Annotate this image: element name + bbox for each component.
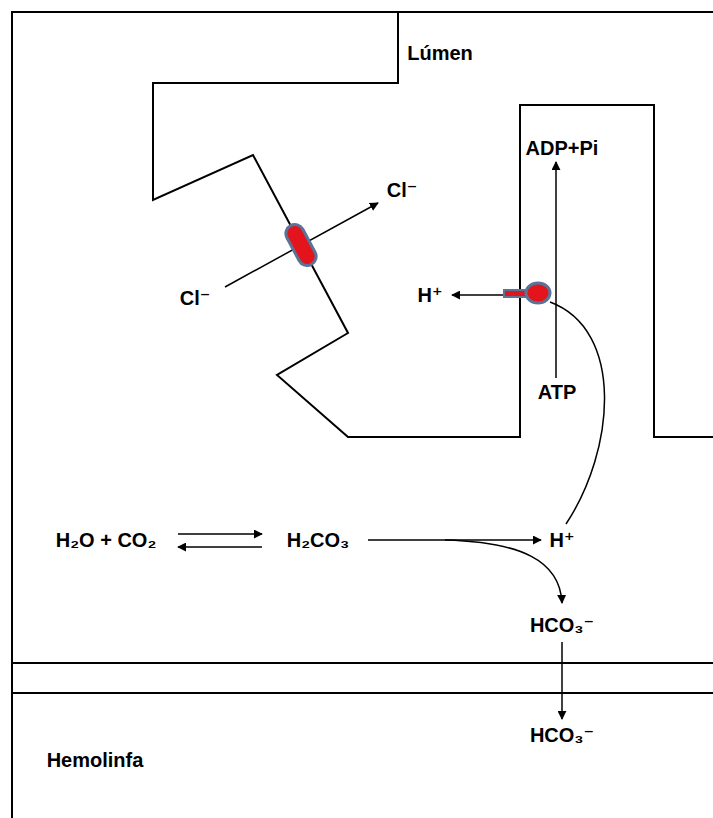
ion-label: H⁺	[548, 529, 577, 551]
reaction-arrow	[555, 162, 557, 378]
ion-label: HCO₃⁻	[528, 724, 596, 746]
region-label: Hemolinfa	[45, 749, 146, 771]
proton-pump	[504, 290, 528, 297]
chloride-channel	[283, 221, 320, 268]
reaction-arrow	[445, 540, 562, 603]
basal-membrane	[12, 662, 713, 664]
acid-label: H₂CO₃	[285, 529, 352, 551]
ion-label: Cl⁻	[178, 287, 213, 309]
product-label: ADP+Pi	[524, 137, 601, 159]
reactant-label: H₂O + CO₂	[54, 529, 159, 551]
ion-label: H⁺	[416, 284, 445, 306]
ion-label: Cl⁻	[385, 179, 420, 201]
equilibrium-arrow	[178, 546, 262, 548]
region-label: Lúmen	[405, 42, 475, 64]
substrate-label: ATP	[536, 381, 579, 403]
frame-line	[12, 12, 713, 818]
ion-label: HCO₃⁻	[528, 614, 596, 636]
equilibrium-arrow	[178, 533, 262, 535]
proton-pump	[526, 283, 550, 303]
flux-arrow	[452, 294, 503, 296]
basal-membrane	[12, 692, 713, 694]
flux-arrow	[561, 642, 563, 719]
apical-membrane	[153, 12, 713, 437]
flux-arrow	[225, 203, 378, 287]
transfer-line	[550, 302, 605, 524]
